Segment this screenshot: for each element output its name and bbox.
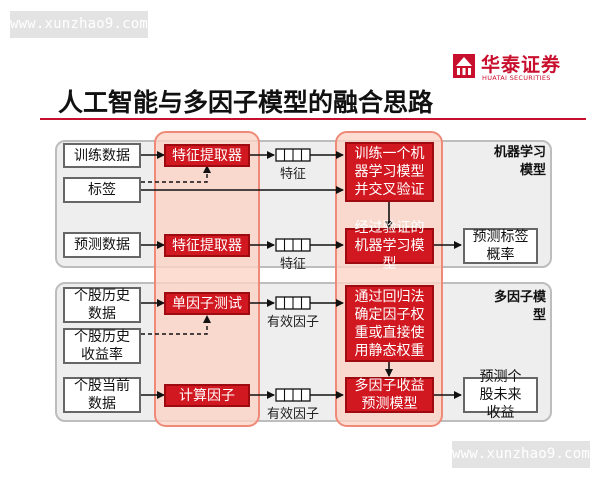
logo-name: 华泰证券	[481, 54, 562, 76]
logo-sub: HUATAI SECURITIES	[482, 74, 551, 82]
regression-weight-box: 通过回归法确定因子权重或直接使用静态权重	[345, 285, 434, 362]
feature-extractor-predict: 特征提取器	[164, 234, 250, 257]
feature-label-train: 特征	[279, 167, 306, 182]
train-model-box: 训练一个机器学习模型并交叉验证	[345, 142, 434, 202]
stock-current-box: 个股当前数据	[63, 377, 141, 413]
predict-label-prob-box: 预测标签概率	[463, 228, 538, 264]
training-data-box: 训练数据	[63, 143, 141, 168]
logo-mark-icon	[453, 54, 475, 78]
ml-section-label: 机器学习模型	[494, 145, 547, 178]
watermark-top: www.xunzhao9.com	[10, 11, 148, 38]
stock-return-box: 个股历史收益率	[63, 328, 141, 364]
stock-history-box: 个股历史数据	[63, 287, 141, 323]
highlight-column-extract	[154, 131, 260, 427]
mf-section-label: 多因子模型	[494, 290, 547, 323]
labels-box: 标签	[63, 177, 141, 203]
title-rule	[40, 118, 586, 120]
compute-factor-box: 计算因子	[164, 384, 250, 407]
logo: 华泰证券 HUATAI SECURITIES	[449, 50, 589, 84]
predict-stock-return-box: 预测个股未来收益	[463, 369, 538, 421]
feature-label-predict: 特征	[279, 257, 306, 272]
multifactor-model-box: 多因子收益预测模型	[345, 377, 434, 413]
predict-data-box: 预测数据	[63, 232, 141, 258]
validated-model-box: 经过验证的机器学习模型	[345, 220, 434, 272]
effective-factor-label-2: 有效因子	[266, 407, 319, 422]
effective-factor-label-1: 有效因子	[266, 315, 319, 330]
feature-extractor-train: 特征提取器	[164, 144, 250, 167]
page-title: 人工智能与多因子模型的融合思路	[58, 88, 434, 117]
watermark-bottom: www.xunzhao9.com	[452, 441, 590, 468]
single-factor-test-box: 单因子测试	[164, 292, 250, 315]
